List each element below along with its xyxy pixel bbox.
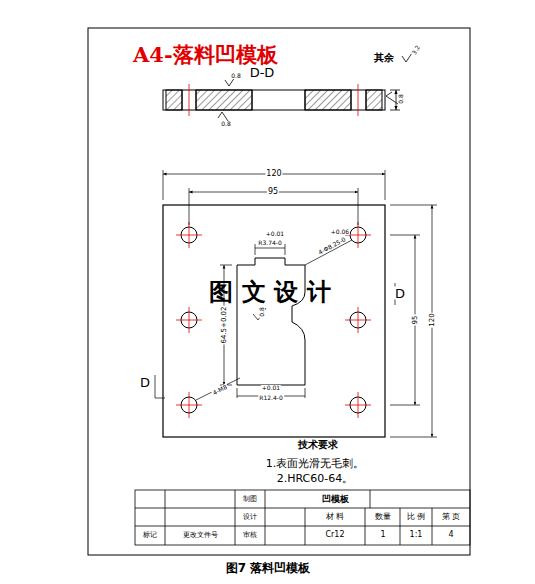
dimension-label: 0.8 — [220, 121, 232, 127]
title-block-cell: 数量 — [374, 513, 392, 521]
center-line — [189, 222, 190, 248]
dimension-label: D — [394, 287, 406, 300]
title-block-cell: 制图 — [242, 496, 258, 503]
title-block-cell: 审核 — [242, 532, 258, 539]
title-block-cell: 第 页 — [441, 513, 462, 521]
dimension-label: 技术要求 — [297, 440, 339, 450]
title-block-cell: 标记 — [142, 532, 158, 539]
center-line — [358, 392, 359, 418]
dimension-label: 其余 — [373, 53, 395, 63]
title-block-cell: 比 例 — [406, 513, 427, 521]
dimension-label: +0.01 — [261, 385, 281, 391]
title-block-cell: 1:1 — [409, 531, 424, 539]
dimension-label: 95 — [412, 315, 419, 326]
center-line — [358, 307, 359, 333]
dimension-label: 120 — [429, 312, 436, 327]
title-block-cell: Cr12 — [324, 531, 345, 539]
dimension-label: R3.74-0 — [257, 240, 283, 246]
title-block-cell: 设计 — [242, 514, 258, 521]
title-block-cell: 更改文件号 — [182, 532, 219, 539]
center-line — [358, 222, 359, 248]
dimension-label: 4-M8 — [211, 383, 229, 396]
dimension-label: 95 — [267, 188, 279, 196]
center-line — [189, 392, 190, 418]
title-block-cell: 4 — [447, 531, 454, 539]
dimension-label: D-D — [249, 66, 276, 79]
dimension-label: R12.4-0 — [258, 395, 284, 401]
title-block-cell: 材 料 — [325, 513, 346, 521]
dimension-label: 4-Φ8.25-0 — [316, 236, 347, 256]
dimension-label: 120 — [265, 170, 282, 178]
dimension-label: 0.8 — [230, 73, 242, 79]
dimension-label: D — [139, 376, 151, 389]
dimension-label: 0.8 — [259, 306, 265, 318]
dimension-label: +0.01 — [265, 231, 285, 237]
dimension-label: 0.8 — [398, 93, 404, 105]
dimension-label: 3.2 — [411, 44, 422, 57]
center-line — [189, 307, 190, 333]
title-block-cell: 1 — [379, 531, 386, 539]
dimension-label: 64.5+0.02 — [221, 305, 228, 344]
dimension-label: 1.表面光滑无毛刺。 — [265, 458, 366, 469]
watermark: 图 文 设 计 — [208, 280, 331, 304]
caption: 图7 落料凹模板 — [226, 562, 311, 574]
dimension-label: 2.HRC60-64。 — [276, 473, 355, 484]
title: A4-落料凹模板 — [133, 44, 278, 65]
dimension-label: +0.06 — [330, 229, 350, 235]
title-block-cell: 凹模板 — [321, 495, 350, 504]
